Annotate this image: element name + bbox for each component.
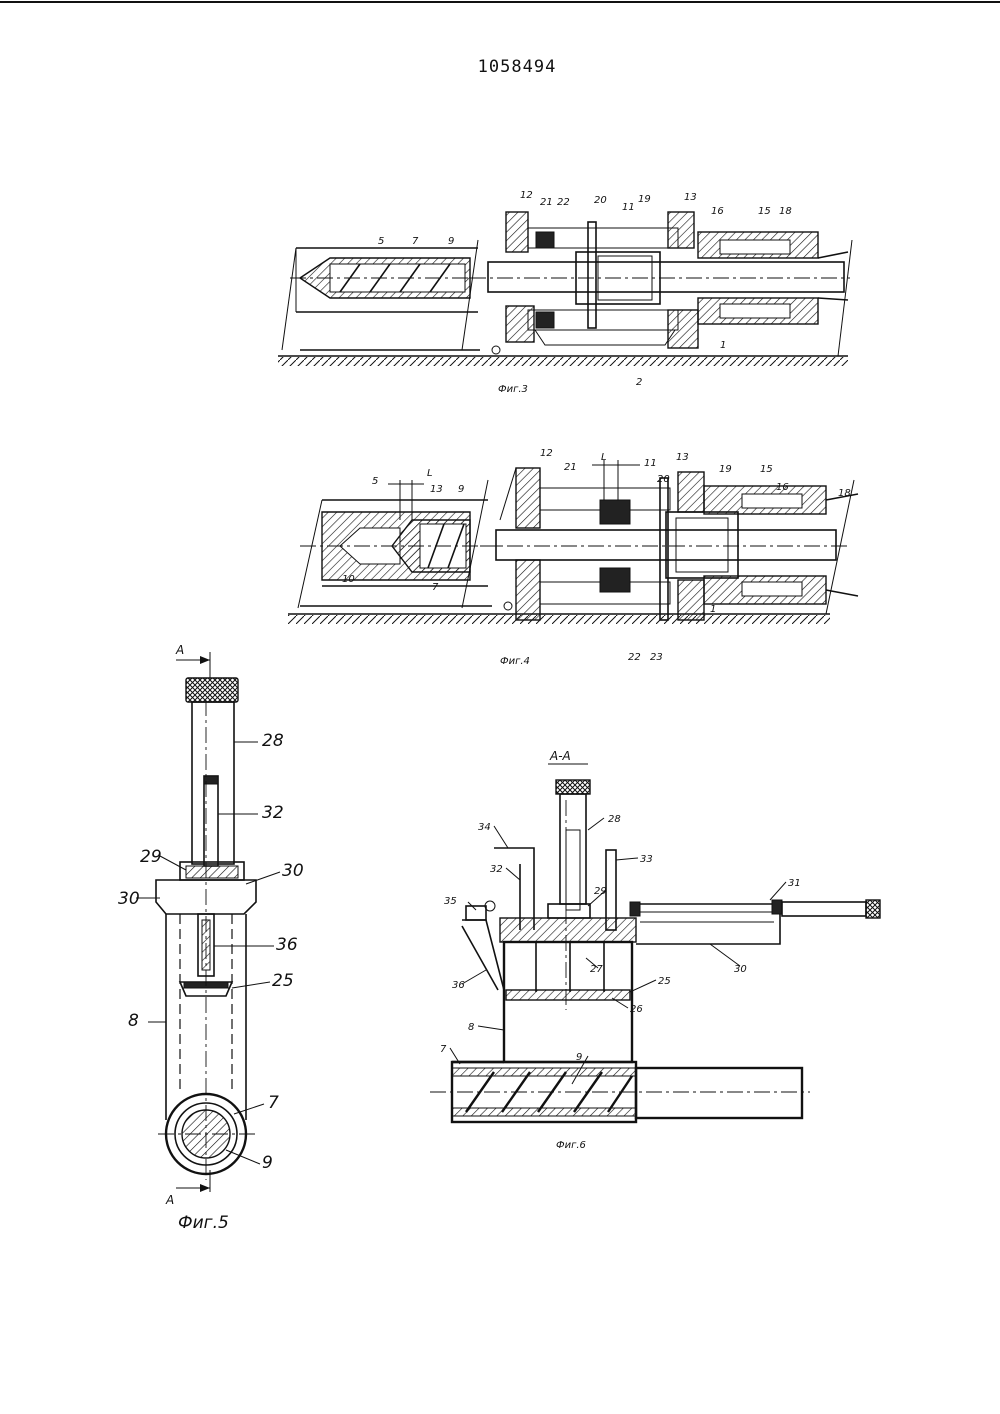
- fig5-label-9: 9: [262, 1153, 273, 1173]
- fig5-label-7: 7: [268, 1093, 279, 1113]
- figure-4: 12 21 L 11 13 20 19 15 16 18 5 L 13 9 10…: [288, 448, 858, 667]
- fig4-label-9: 9: [458, 484, 464, 495]
- fig5-label-30-left: 30: [118, 889, 140, 909]
- fig5-label-29: 29: [140, 847, 162, 867]
- fig5-label-25: 25: [272, 971, 294, 991]
- fig3-label-20: 20: [594, 195, 607, 206]
- fig5-section-mark-top: A: [175, 643, 184, 657]
- fig3-label-16: 16: [711, 206, 724, 217]
- fig4-label-19: 19: [719, 464, 732, 475]
- fig5-label-32: 32: [262, 803, 284, 823]
- fig3-label-11: 11: [622, 202, 635, 213]
- fig3-label-7: 7: [412, 236, 419, 247]
- fig3-label-12: 12: [520, 190, 533, 201]
- fig4-label-10: 10: [342, 574, 355, 585]
- fig3-label-5: 5: [378, 236, 384, 247]
- fig3-label-9: 9: [448, 236, 454, 247]
- fig5-label-28: 28: [262, 731, 284, 751]
- fig4-label-21: 21: [564, 462, 577, 473]
- fig4-label-L-left: L: [427, 468, 433, 479]
- fig3-label-2: 2: [636, 377, 642, 388]
- fig4-caption: Фиг.4: [500, 656, 530, 667]
- fig5-label-8: 8: [128, 1011, 139, 1031]
- fig4-label-11: 11: [644, 458, 657, 469]
- fig5-label-30-right: 30: [282, 861, 304, 881]
- fig6-label-34: 34: [478, 822, 491, 833]
- fig4-label-5: 5: [372, 476, 378, 487]
- fig6-label-28: 28: [608, 814, 621, 825]
- fig3-label-22: 22: [557, 197, 570, 208]
- fig4-label-20: 20: [657, 474, 670, 485]
- fig4-label-18: 18: [838, 488, 851, 499]
- fig6-label-36: 36: [452, 980, 465, 991]
- fig6-label-8: 8: [468, 1022, 474, 1033]
- fig6-label-31: 31: [788, 878, 801, 889]
- fig6-label-7: 7: [440, 1044, 447, 1055]
- fig6-label-33: 33: [640, 854, 653, 865]
- fig4-label-7: 7: [432, 582, 439, 593]
- fig6-label-35: 35: [444, 896, 457, 907]
- fig4-label-22: 22: [628, 652, 641, 663]
- fig4-label-16: 16: [776, 482, 789, 493]
- fig6-caption: Фиг.6: [556, 1140, 586, 1151]
- fig6-label-27: 27: [590, 964, 603, 975]
- fig3-label-19: 19: [638, 194, 651, 205]
- patent-number: 1058494: [478, 57, 557, 77]
- fig3-caption: Фиг.3: [498, 384, 528, 395]
- figure-3: 12 21 22 20 11 19 13 16 15 18 5 7 9 1 2 …: [278, 190, 852, 395]
- fig4-label-15: 15: [760, 464, 773, 475]
- fig3-label-21: 21: [540, 197, 553, 208]
- fig6-label-25: 25: [658, 976, 671, 987]
- fig4-label-L-right: L: [601, 452, 607, 463]
- fig3-label-15: 15: [758, 206, 771, 217]
- fig3-label-13: 13: [684, 192, 697, 203]
- fig3-label-1: 1: [720, 340, 726, 351]
- figure-6: A-A: [430, 749, 880, 1151]
- fig4-label-12: 12: [540, 448, 553, 459]
- fig3-label-18: 18: [779, 206, 792, 217]
- fig4-label-1: 1: [710, 604, 716, 615]
- fig6-label-32: 32: [490, 864, 503, 875]
- fig6-section-title: A-A: [549, 749, 571, 763]
- fig6-label-26: 26: [630, 1004, 643, 1015]
- figure-5: A A 28 32 29 30 30 36 25 8 7 9: [118, 643, 304, 1233]
- fig4-label-13: 13: [676, 452, 689, 463]
- fig5-section-mark-bottom: A: [165, 1193, 174, 1207]
- fig5-caption: Фиг.5: [178, 1213, 229, 1233]
- fig6-label-30: 30: [734, 964, 747, 975]
- fig5-label-36: 36: [276, 935, 298, 955]
- fig4-label-13-left: 13: [430, 484, 443, 495]
- fig6-label-9: 9: [576, 1052, 582, 1063]
- fig4-label-23: 23: [650, 652, 663, 663]
